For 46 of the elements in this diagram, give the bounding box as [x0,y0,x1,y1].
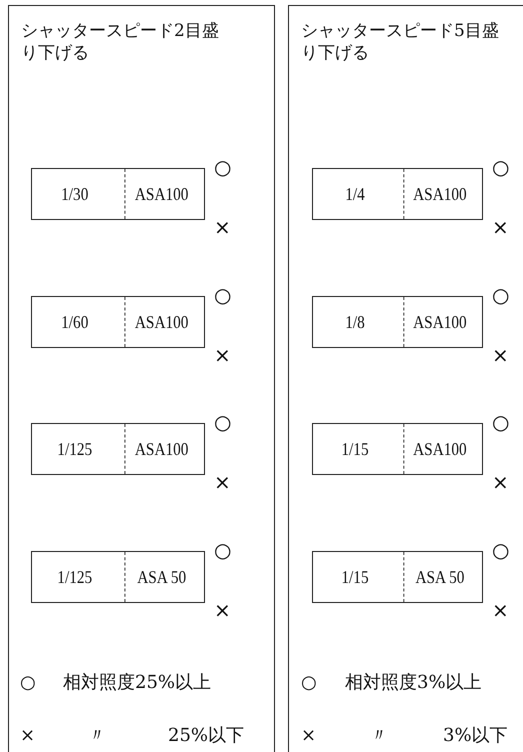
circle-mark: ○ [492,157,510,177]
circle-mark: ○ [214,285,232,305]
film-speed: ASA100 [124,424,198,474]
film-speed: ASA100 [124,297,198,347]
shutter-speed: 1/8 [344,310,366,334]
film-speed: ASA100 [403,424,476,474]
panel-heading: シャッタースピード2目盛り下げる [21,20,220,64]
panel [8,5,275,752]
panel-heading: シャッタースピード5目盛り下げる [301,20,500,64]
cross-mark: × [214,472,231,492]
film-speed: ASA 50 [124,552,198,602]
circle-mark: ○ [492,412,510,432]
legend-text: 25%以下 [168,725,244,747]
film-speed: ASA 50 [403,552,476,602]
cross-mark: × [214,345,231,365]
film-speed: ASA100 [124,169,198,219]
legend-text: 相対照度3%以上 [345,672,482,694]
cross-mark: × [214,217,231,237]
circle-mark: ○ [214,412,232,432]
shutter-speed: 1/125 [56,566,94,588]
cross-mark: × [214,600,231,620]
cross-mark: × [492,345,509,365]
panel [288,5,523,752]
shutter-speed: 1/15 [340,566,370,588]
circle-mark: ○ [214,157,232,177]
circle-mark: ○ [492,540,510,560]
shutter-speed: 1/60 [60,310,90,334]
film-speed: ASA100 [403,169,476,219]
cross-mark: × [301,725,316,747]
circle-mark: ○ [214,540,232,560]
ditto-mark: 〃 [370,725,388,747]
film-speed: ASA100 [403,297,476,347]
shutter-speed: 1/4 [344,182,366,206]
legend-text: 相対照度25%以上 [63,672,212,694]
cross-mark: × [20,725,36,747]
cross-mark: × [492,600,509,620]
shutter-speed: 1/15 [340,438,370,460]
shutter-speed: 1/30 [60,182,90,206]
cross-mark: × [492,217,509,237]
legend-text: 3%以下 [443,725,508,747]
cross-mark: × [492,472,509,492]
circle-mark: ○ [20,672,36,694]
ditto-mark: 〃 [88,725,106,747]
circle-mark: ○ [301,672,317,694]
circle-mark: ○ [492,285,510,305]
shutter-speed: 1/125 [56,438,94,460]
